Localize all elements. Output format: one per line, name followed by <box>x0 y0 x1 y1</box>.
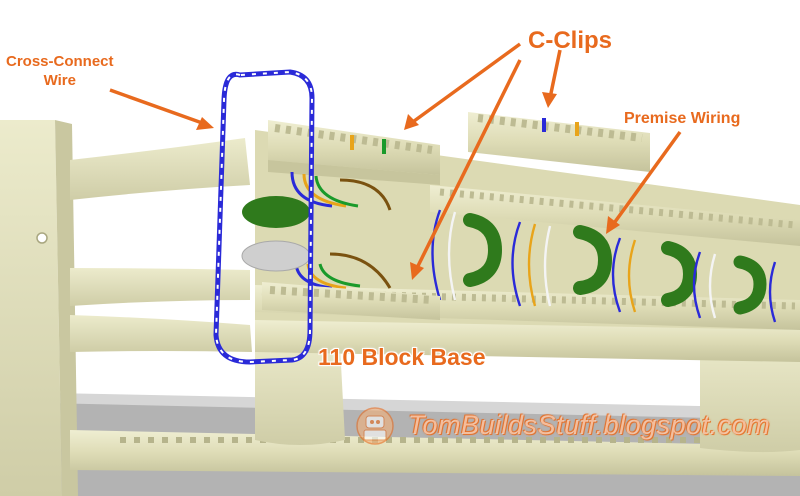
frame-upright <box>0 120 62 496</box>
frame-arm-middle <box>70 268 250 306</box>
c-clip-strip-teeth <box>477 114 643 142</box>
cross-connect-wire-label: Cross-Connect Wire <box>6 52 114 90</box>
cross-connect-loop-gray <box>241 240 311 272</box>
robot-mascot-icon <box>356 407 394 445</box>
c-clip-strip <box>468 112 650 172</box>
premise-wires <box>431 209 777 323</box>
premise-wire-loops <box>463 213 767 315</box>
upper-block-wire-marks <box>350 135 386 154</box>
cross-connect-label-line1: Cross-Connect <box>6 53 114 70</box>
c-clip-strip-wire-marks <box>542 118 579 136</box>
annotation-arrows <box>109 42 682 280</box>
background-panel-top <box>0 392 800 420</box>
cross-connect-wire-stripe <box>214 70 314 364</box>
frame-arm-lower <box>70 315 252 352</box>
bottom-rail <box>70 430 800 476</box>
frame-arm-top <box>70 138 250 200</box>
lower-block-teeth <box>269 286 433 304</box>
base-arch-right <box>700 334 800 453</box>
frame-upright-edge <box>55 120 78 496</box>
watermark-text: TomBuildsStuff.blogspot.com <box>408 410 771 440</box>
premise-wiring-label: Premise Wiring <box>624 110 741 127</box>
block-base-bar <box>255 320 800 362</box>
cross-connect-label-line2: Wire <box>43 72 76 89</box>
cross-connect-loop-green <box>242 196 310 228</box>
base-arch-left <box>255 336 345 445</box>
c-clips-label: C-Clips <box>528 27 612 54</box>
mount-hole <box>36 232 48 244</box>
block-base-label: 110 Block Base <box>318 344 486 370</box>
